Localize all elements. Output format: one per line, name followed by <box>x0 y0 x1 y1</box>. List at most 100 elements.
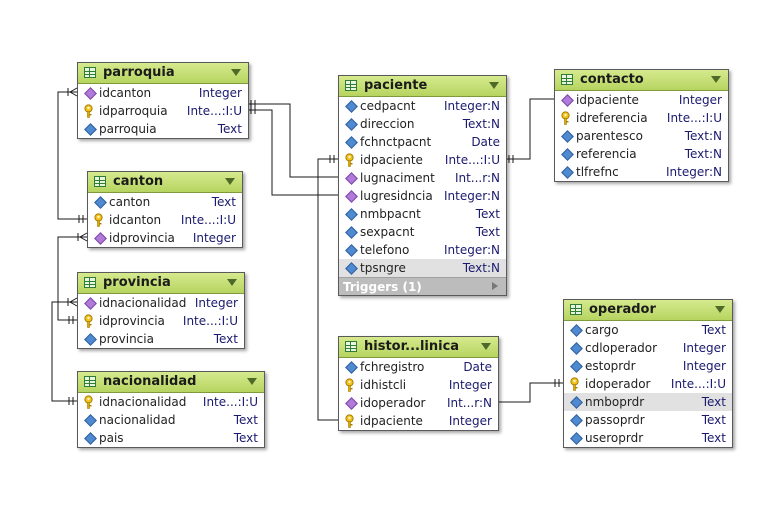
column-name: passoprdr <box>585 413 645 427</box>
column-type: Integer <box>198 86 242 100</box>
triggers-label: Triggers (1) <box>343 280 422 294</box>
collapse-arrow-icon[interactable] <box>231 69 241 76</box>
column-type: Text <box>233 413 258 427</box>
table-header[interactable]: histor...linica <box>339 337 498 358</box>
link-historia-operador <box>497 382 563 403</box>
column-type: Integer <box>678 93 722 107</box>
triggers-section[interactable]: Triggers (1) <box>339 277 506 295</box>
expand-arrow-icon[interactable] <box>492 282 498 290</box>
column-icon <box>570 414 583 427</box>
table-header[interactable]: canton <box>88 172 242 193</box>
table-header[interactable]: operador <box>564 300 732 321</box>
table-header[interactable]: paciente <box>339 76 506 97</box>
column-type: Integer:N <box>444 243 500 257</box>
column-icon <box>345 208 358 221</box>
column-icon <box>84 414 97 427</box>
column-type: Text:N <box>462 261 500 275</box>
column-name: idnacionalidad <box>99 296 187 310</box>
collapse-arrow-icon[interactable] <box>481 343 491 350</box>
column-type: Text <box>701 413 726 427</box>
foreign-key-icon <box>345 397 358 410</box>
one-marker-icon <box>329 155 335 163</box>
collapse-arrow-icon[interactable] <box>227 279 237 286</box>
collapse-arrow-icon[interactable] <box>489 82 499 89</box>
table-header[interactable]: provincia <box>78 273 244 294</box>
collapse-arrow-icon[interactable] <box>711 76 721 83</box>
one-marker-icon <box>68 316 74 324</box>
collapse-arrow-icon[interactable] <box>247 378 257 385</box>
column-type: Text <box>701 323 726 337</box>
table-name: contacto <box>580 72 644 87</box>
link-provincia-nacionalidad <box>51 301 77 402</box>
table-header[interactable]: nacionalidad <box>78 372 264 393</box>
crowfoot-icon <box>77 232 88 242</box>
column-icon <box>345 244 358 257</box>
primary-key-icon <box>83 395 94 409</box>
column-icon <box>570 360 583 373</box>
column-type: Integer:N <box>666 165 722 179</box>
column-type: Int...r:N <box>446 396 492 410</box>
one-marker-icon <box>554 379 560 387</box>
table-icon <box>84 67 96 78</box>
column-type: Integer <box>448 378 492 392</box>
column-icon <box>345 118 358 131</box>
table-header[interactable]: contacto <box>555 70 728 91</box>
column-type: Date <box>463 360 492 374</box>
column-name: referencia <box>576 147 637 161</box>
table-header[interactable]: parroquia <box>78 63 248 84</box>
column-row[interactable]: passoprdr Text <box>564 411 732 429</box>
primary-key-icon <box>569 377 580 391</box>
column-icon <box>570 432 583 445</box>
collapse-arrow-icon[interactable] <box>225 178 235 185</box>
column-name: provincia <box>99 332 154 346</box>
collapse-arrow-icon[interactable] <box>715 306 725 313</box>
column-icon <box>345 262 358 275</box>
column-icon <box>570 342 583 355</box>
